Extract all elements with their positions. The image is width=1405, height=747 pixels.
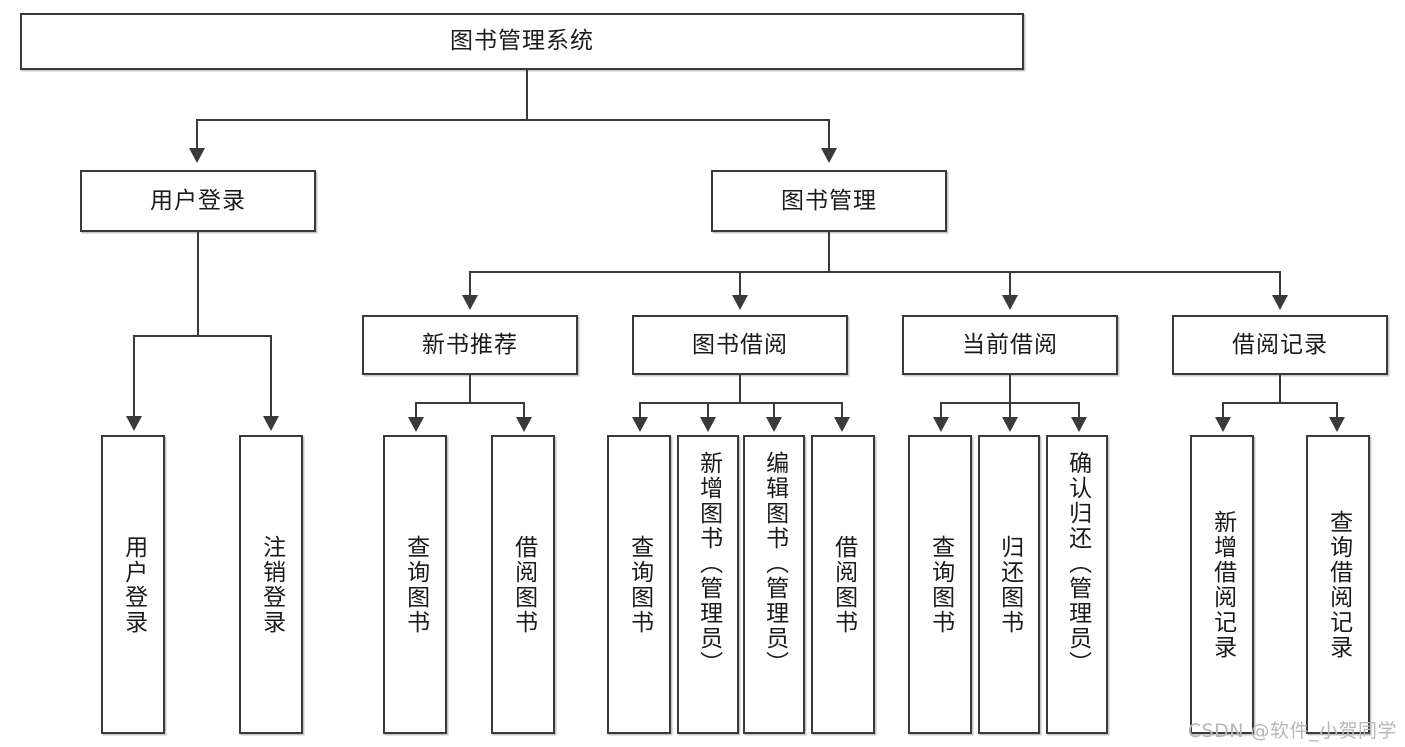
leaf-edit-book-admin[interactable]: 编辑图书（管理员） — [743, 435, 805, 734]
connector-borrow-record-drop-2 — [1336, 402, 1338, 418]
connector-user-login-drop-1 — [133, 335, 135, 417]
leaf-label: 查询图书 — [626, 534, 653, 635]
leaf-label: 新增借阅记录 — [1209, 509, 1236, 660]
leaf-borrow-book-new[interactable]: 借阅图书 — [491, 435, 555, 734]
connector-book-borrow-stem — [739, 375, 741, 403]
leaf-query-borrow-record[interactable]: 查询借阅记录 — [1306, 435, 1370, 734]
leaf-user-login[interactable]: 用户登录 — [101, 435, 165, 734]
leaf-confirm-return-admin[interactable]: 确认归还（管理员） — [1046, 435, 1108, 734]
connector-new-book-drop-1 — [415, 402, 417, 418]
connector-current-borrow-drop-1 — [940, 402, 942, 418]
leaf-query-book-new[interactable]: 查询图书 — [383, 435, 447, 734]
leaf-return-book[interactable]: 归还图书 — [978, 435, 1040, 734]
leaf-label: 借阅图书 — [510, 534, 537, 635]
leaf-logout[interactable]: 注销登录 — [239, 435, 303, 734]
leaf-label: 用户登录 — [120, 534, 147, 635]
arrow-new-book-leaf-2 — [516, 417, 532, 432]
node-new-book-recommend[interactable]: 新书推荐 — [362, 315, 578, 375]
arrow-to-borrow-record — [1272, 295, 1288, 310]
leaf-query-book-borrow[interactable]: 查询图书 — [607, 435, 671, 734]
node-book-borrow[interactable]: 图书借阅 — [632, 315, 848, 375]
connector-current-borrow-drop-2 — [1009, 402, 1011, 418]
connector-user-login-bus — [133, 335, 271, 337]
connector-book-management-stem — [828, 232, 830, 272]
connector-new-book-drop-2 — [523, 402, 525, 418]
arrow-book-borrow-leaf-2 — [700, 417, 716, 432]
leaf-label: 查询图书 — [402, 534, 429, 635]
connector-borrow-record-drop-1 — [1222, 402, 1224, 418]
node-label: 借阅记录 — [1232, 331, 1328, 358]
connector-to-book-borrow — [739, 271, 741, 296]
arrow-book-borrow-leaf-1 — [632, 417, 648, 432]
leaf-label: 归还图书 — [996, 534, 1023, 635]
connector-borrow-record-bus — [1222, 402, 1338, 404]
leaf-add-book-admin[interactable]: 新增图书（管理员） — [677, 435, 739, 734]
leaf-label: 注销登录 — [258, 534, 285, 635]
arrow-to-book-borrow — [732, 295, 748, 310]
connector-book-borrow-drop-4 — [841, 402, 843, 418]
connector-book-borrow-bus — [639, 402, 843, 404]
node-label: 用户登录 — [150, 187, 246, 214]
leaf-label: 查询图书 — [927, 534, 954, 635]
arrow-book-borrow-leaf-4 — [834, 417, 850, 432]
connector-to-current-borrow — [1009, 271, 1011, 296]
connector-book-borrow-drop-1 — [639, 402, 641, 418]
leaf-label: 新增图书（管理员） — [695, 451, 722, 676]
arrow-current-borrow-leaf-3 — [1071, 417, 1087, 432]
connector-borrow-record-stem — [1279, 375, 1281, 403]
connector-user-login-drop-2 — [270, 335, 272, 417]
connector-user-login-stem — [197, 232, 199, 336]
node-user-login[interactable]: 用户登录 — [80, 170, 316, 232]
connector-root-stem — [526, 70, 528, 120]
connector-root-bus — [196, 119, 830, 121]
arrow-to-current-borrow — [1002, 295, 1018, 310]
leaf-query-book-current[interactable]: 查询图书 — [908, 435, 972, 734]
connector-root-to-user-login — [196, 119, 198, 149]
node-label: 图书借阅 — [692, 331, 788, 358]
node-label: 新书推荐 — [422, 331, 518, 358]
arrow-to-new-book — [462, 295, 478, 310]
arrow-user-login-leaf-1 — [126, 416, 142, 431]
arrow-root-to-book-management — [821, 148, 837, 163]
node-label: 图书管理 — [781, 187, 877, 214]
arrow-book-borrow-leaf-3 — [766, 417, 782, 432]
connector-current-borrow-drop-3 — [1078, 402, 1080, 418]
node-borrow-record[interactable]: 借阅记录 — [1172, 315, 1388, 375]
arrow-borrow-record-leaf-1 — [1215, 417, 1231, 432]
arrow-new-book-leaf-1 — [408, 417, 424, 432]
arrow-current-borrow-leaf-1 — [933, 417, 949, 432]
leaf-label: 借阅图书 — [830, 534, 857, 635]
connector-book-borrow-drop-2 — [707, 402, 709, 418]
arrow-user-login-leaf-2 — [263, 416, 279, 431]
connector-new-book-stem — [469, 375, 471, 403]
leaf-label: 查询借阅记录 — [1325, 509, 1352, 660]
leaf-label: 确认归还（管理员） — [1064, 451, 1091, 676]
arrow-root-to-user-login — [189, 148, 205, 163]
connector-new-book-bus — [415, 402, 525, 404]
connector-book-borrow-drop-3 — [773, 402, 775, 418]
node-current-borrow[interactable]: 当前借阅 — [902, 315, 1118, 375]
leaf-borrow-book-borrow[interactable]: 借阅图书 — [811, 435, 875, 734]
connector-to-borrow-record — [1279, 271, 1281, 296]
node-label: 当前借阅 — [962, 331, 1058, 358]
connector-current-borrow-stem — [1009, 375, 1011, 403]
arrow-current-borrow-leaf-2 — [1002, 417, 1018, 432]
watermark-csdn: CSDN @软件_小贺同学 — [1187, 720, 1397, 742]
arrow-borrow-record-leaf-2 — [1329, 417, 1345, 432]
leaf-label: 编辑图书（管理员） — [761, 451, 788, 676]
node-book-management[interactable]: 图书管理 — [711, 170, 947, 232]
connector-level3-bus — [469, 271, 1281, 273]
connector-to-new-book — [469, 271, 471, 296]
node-root-book-management-system[interactable]: 图书管理系统 — [20, 13, 1024, 70]
node-label: 图书管理系统 — [450, 28, 594, 54]
connector-root-to-book-management — [828, 119, 830, 149]
leaf-add-borrow-record[interactable]: 新增借阅记录 — [1190, 435, 1254, 734]
